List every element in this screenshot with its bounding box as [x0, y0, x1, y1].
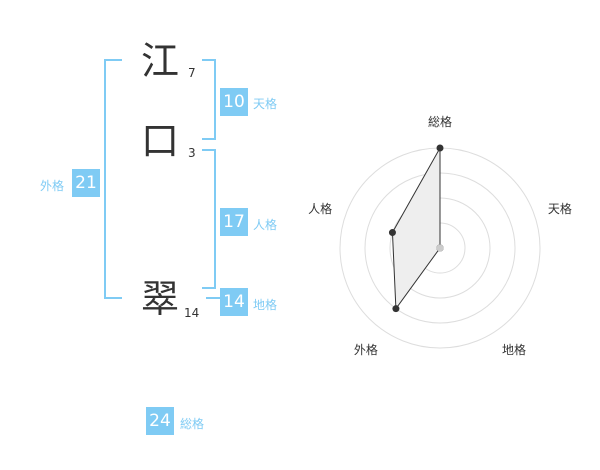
tenkaku-bracket: [202, 59, 216, 140]
gaikaku-label: 外格: [40, 179, 65, 193]
radar-center-dot: [436, 244, 444, 252]
radar-point: [392, 305, 400, 313]
name-char-1: 江: [141, 39, 180, 83]
stroke-count-2: 3: [188, 146, 196, 160]
radar-axis-label: 総格: [428, 114, 452, 129]
name-char-3: 翠: [141, 277, 180, 321]
radar-point: [436, 144, 444, 152]
gaikaku-bracket: [104, 59, 122, 299]
radar-axis-label: 人格: [308, 201, 332, 216]
name-char-2: 口: [141, 119, 180, 163]
radar-point: [388, 229, 396, 237]
soukaku-value: 24: [146, 407, 174, 435]
chikaku-label: 地格: [253, 298, 278, 312]
jinkaku-label: 人格: [253, 218, 278, 232]
jinkaku-bracket: [202, 149, 216, 289]
stroke-count-1: 7: [188, 66, 196, 80]
chikaku-value: 14: [220, 288, 248, 316]
radar-axis-label: 天格: [548, 201, 572, 216]
chikaku-connector: [206, 297, 220, 299]
soukaku-label: 総格: [180, 417, 205, 431]
radar-axis-label: 地格: [502, 342, 526, 357]
gaikaku-value: 21: [72, 169, 100, 197]
tenkaku-value: 10: [220, 88, 248, 116]
stroke-count-3: 14: [184, 306, 200, 320]
radar-data-area: [391, 146, 441, 311]
radar-axis-label: 外格: [354, 342, 378, 357]
jinkaku-value: 17: [220, 208, 248, 236]
tenkaku-label: 天格: [253, 97, 278, 111]
